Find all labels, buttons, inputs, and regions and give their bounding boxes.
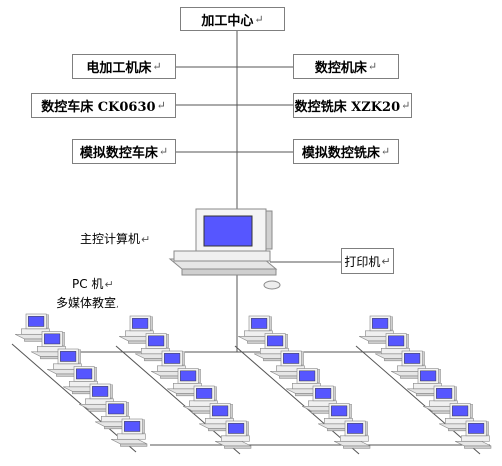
machine-box-sim-lathe: 模拟数控车床↵ [72,139,176,164]
row-connector-line [11,343,137,453]
computer-icon [110,418,148,447]
computer-row [355,315,492,455]
machine-label: 电加工机床 [86,61,152,76]
return-mark: ↵ [152,60,162,73]
return-mark: ↵ [401,99,411,112]
machine-box-cnc: 数控机床↵ [293,54,399,79]
row-connector-line [234,345,360,455]
return-mark: ↵ [104,278,114,291]
machine-box-sim-mill: 模拟数控铣床↵ [293,139,399,164]
return-mark: ↵ [254,12,264,26]
machine-label: 数控车床 CK0630 [41,100,156,115]
row-connector-line [115,345,241,455]
row-connector-line [355,345,481,455]
computer-icon [214,420,252,449]
computer-row [234,315,371,455]
computer-row [115,315,252,455]
machine-label: 数控机床 [314,61,367,76]
printer-label: 打印机 [344,254,381,269]
return-mark: , [116,300,119,310]
computer-row [11,313,148,453]
return-mark: ↵ [381,254,391,268]
return-mark: ↵ [380,145,391,158]
machine-box-cnc-mill: 数控铣床 XZK20↵ [293,93,412,118]
computer-icon [390,350,428,379]
machining-center-label: 加工中心 [201,13,254,29]
return-mark: ↵ [367,60,378,73]
machine-box-electro: 电加工机床↵ [72,54,176,79]
machine-label: 模拟数控车床 [79,146,158,161]
machine-box-cnc-lathe: 数控车床 CK0630↵ [31,93,176,118]
machine-label: 模拟数控铣床 [301,146,380,161]
computer-icon [358,315,396,344]
computer-icon [454,420,492,449]
main-computer-label: 主控计算机↵ [80,232,151,246]
return-mark: ↵ [156,99,166,112]
pc-label: PC 机↵ [72,277,114,291]
return-mark: ↵ [141,233,151,246]
lab-label: 多媒体教室, [56,296,119,310]
machine-label: 数控铣床 XZK20 [294,100,401,115]
printer-box: 打印机↵ [341,248,394,274]
main-computer-icon [168,208,281,290]
machining-center-box: 加工中心↵ [180,7,285,31]
return-mark: ↵ [158,145,169,158]
computer-icon [333,420,371,449]
